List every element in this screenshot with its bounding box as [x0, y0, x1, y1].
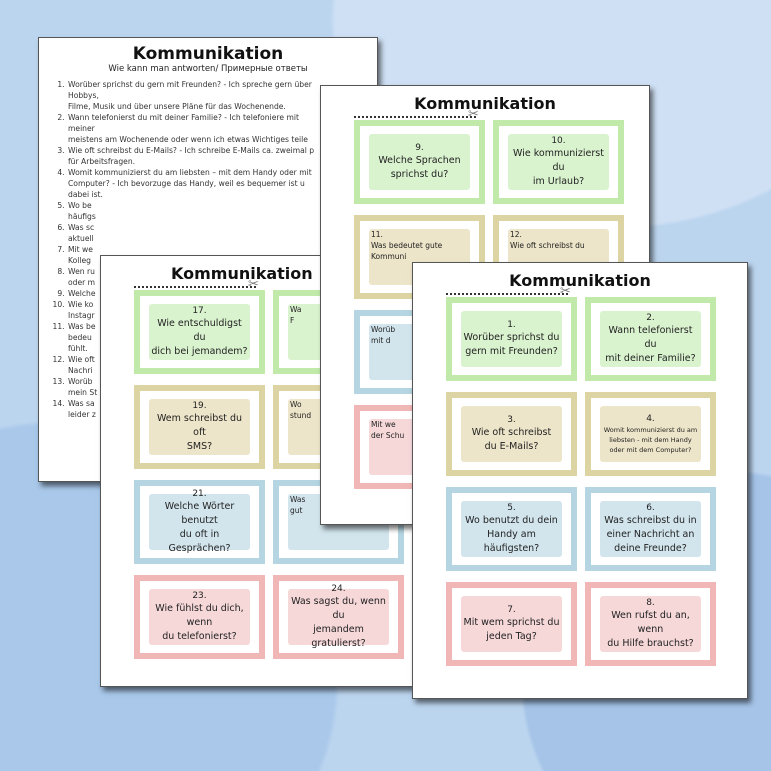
- answers-list: Worüber sprichst du gern mit Freunden? -…: [39, 79, 315, 420]
- card-number: 6.: [646, 503, 655, 513]
- card-content: 10. Wie kommunizierst du im Urlaub?: [508, 134, 609, 190]
- card-content: 8. Wen rufst du an, wenn du Hilfe brauch…: [600, 596, 701, 652]
- card-question: Welche Wörter benutzt du oft in Gespräch…: [164, 501, 235, 554]
- card-question: Wie entschuldigst du dich bei jemandem?: [151, 318, 248, 357]
- question-card: 17. Wie entschuldigst du dich bei jemand…: [134, 290, 265, 374]
- card-question: Was sagst du, wenn du jemandem gratulier…: [291, 596, 386, 649]
- card-question: Womit kommunizierst du am liebsten - mit…: [603, 426, 698, 454]
- card-content: 5. Wo benutzt du dein Handy am häufigste…: [461, 501, 562, 557]
- answer-item: Wann telefonierst du mit deiner Familie?…: [67, 112, 315, 145]
- worksheet-title: Kommunikation: [509, 271, 651, 290]
- card-number: 24.: [331, 584, 346, 594]
- question-card: 3. Wie oft schreibst du E-Mails?: [446, 392, 577, 476]
- card-content: 24. Was sagst du, wenn du jemandem gratu…: [288, 584, 389, 649]
- question-card: 23. Wie fühlst du dich, wenn du telefoni…: [134, 575, 265, 659]
- scissors-icon: ✂: [468, 107, 479, 122]
- card-question: Wie fühlst du dich, wenn du telefonierst…: [155, 603, 244, 642]
- card-number: 19.: [192, 401, 207, 411]
- answer-item: Womit kommunizierst du am liebsten – mit…: [67, 167, 315, 200]
- worksheet-title: Kommunikation: [132, 44, 284, 64]
- card-content: 21. Welche Wörter benutzt du oft in Gesp…: [149, 489, 250, 554]
- card-number: 5.: [507, 503, 516, 513]
- card-number: 17.: [192, 306, 207, 316]
- worksheet-subtitle: Wie kann man antworten/ Примерные ответы: [108, 64, 308, 74]
- card-number: 23.: [192, 591, 207, 601]
- card-question: Worüb mit d: [371, 325, 396, 345]
- question-card: 4. Womit kommunizierst du am liebsten - …: [585, 392, 716, 476]
- card-question: Worüber sprichst du gern mit Freunden?: [463, 332, 560, 357]
- question-card: 9. Welche Sprachen sprichst du?: [354, 120, 485, 204]
- answer-item: Was sc aktuell: [67, 222, 315, 244]
- card-number: 11.: [371, 230, 383, 239]
- card-content: 3. Wie oft schreibst du E-Mails?: [461, 406, 562, 462]
- card-content: 23. Wie fühlst du dich, wenn du telefoni…: [149, 589, 250, 645]
- cut-line: [446, 293, 568, 295]
- question-card: 19. Wem schreibst du oft SMS?: [134, 385, 265, 469]
- card-number: 10.: [551, 136, 566, 146]
- question-card: 24. Was sagst du, wenn du jemandem gratu…: [273, 575, 404, 659]
- card-content: 17. Wie entschuldigst du dich bei jemand…: [149, 304, 250, 360]
- card-question: Wann telefonierst du mit deiner Familie?: [605, 325, 696, 364]
- card-number: 3.: [507, 415, 516, 425]
- card-number: 2.: [646, 313, 655, 323]
- question-card: 1. Worüber sprichst du gern mit Freunden…: [446, 297, 577, 381]
- question-card: 10. Wie kommunizierst du im Urlaub?: [493, 120, 624, 204]
- card-content: 4. Womit kommunizierst du am liebsten - …: [600, 406, 701, 462]
- card-number: 7.: [507, 605, 516, 615]
- card-content: 7. Mit wem sprichst du jeden Tag?: [461, 596, 562, 652]
- scissors-icon: ✂: [560, 284, 571, 299]
- card-question: Wie oft schreibst du E-Mails?: [471, 427, 552, 452]
- question-card: 2. Wann telefonierst du mit deiner Famil…: [585, 297, 716, 381]
- card-content: 2. Wann telefonierst du mit deiner Famil…: [600, 311, 701, 367]
- card-number: 21.: [192, 489, 207, 499]
- card-question: Was schreibst du in einer Nachricht an d…: [604, 515, 697, 554]
- card-question: Wo stund: [290, 400, 312, 420]
- worksheet-title: Kommunikation: [171, 264, 313, 283]
- question-card: 5. Wo benutzt du dein Handy am häufigste…: [446, 487, 577, 571]
- question-card: 8. Wen rufst du an, wenn du Hilfe brauch…: [585, 582, 716, 666]
- answer-item: Welche: [67, 288, 315, 299]
- question-card: 7. Mit wem sprichst du jeden Tag?: [446, 582, 577, 666]
- card-number: 12.: [510, 230, 522, 239]
- worksheet-title: Kommunikation: [414, 94, 556, 113]
- card-question: Wa F: [290, 305, 302, 325]
- answer-item: Wie oft Nachri: [67, 354, 315, 376]
- answer-item: Was sa leider z: [67, 398, 315, 420]
- card-question: Wie oft schreibst du: [510, 241, 585, 250]
- card-question: Welche Sprachen sprichst du?: [378, 155, 461, 180]
- card-grid: 1. Worüber sprichst du gern mit Freunden…: [446, 297, 716, 666]
- question-card: 6. Was schreibst du in einer Nachricht a…: [585, 487, 716, 571]
- card-question: Wem schreibst du oft SMS?: [156, 413, 243, 452]
- card-number: 8.: [646, 598, 655, 608]
- card-number: 4.: [646, 414, 655, 424]
- cut-line: [134, 286, 256, 288]
- card-content: 1. Worüber sprichst du gern mit Freunden…: [461, 311, 562, 367]
- answer-item: Mit we Kolleg: [67, 244, 315, 266]
- card-content: 19. Wem schreibst du oft SMS?: [149, 399, 250, 455]
- answer-item: Wo be häufigs: [67, 200, 315, 222]
- card-content: 9. Welche Sprachen sprichst du?: [369, 134, 470, 190]
- card-question: Mit we der Schu: [371, 420, 405, 440]
- question-card: 21. Welche Wörter benutzt du oft in Gesp…: [134, 480, 265, 564]
- card-question: Was gut: [290, 495, 306, 515]
- answer-item: Wie oft schreibst du E-Mails? - Ich schr…: [67, 145, 315, 167]
- answer-item: Was be bedeu fühlt.: [67, 321, 315, 354]
- card-question: Was bedeutet gute Kommuni: [371, 241, 443, 261]
- answer-item: Worüb mein St: [67, 376, 315, 398]
- card-number: 1.: [507, 320, 516, 330]
- card-question: Wen rufst du an, wenn du Hilfe brauchst?: [607, 610, 694, 649]
- card-content: 6. Was schreibst du in einer Nachricht a…: [600, 501, 701, 557]
- card-question: Wie kommunizierst du im Urlaub?: [513, 148, 604, 187]
- scissors-icon: ✂: [248, 277, 259, 292]
- answer-item: Worüber sprichst du gern mit Freunden? -…: [67, 79, 315, 112]
- flashcard-worksheet: Kommunikation ✂ 1. Worüber sprichst du g…: [412, 262, 748, 699]
- card-question: Wo benutzt du dein Handy am häufigsten?: [465, 515, 558, 554]
- answer-item: Wen ru oder m: [67, 266, 315, 288]
- answer-item: Wie ko Instagr: [67, 299, 315, 321]
- cut-line: [354, 116, 476, 118]
- card-number: 9.: [415, 143, 424, 153]
- card-question: Mit wem sprichst du jeden Tag?: [463, 617, 560, 642]
